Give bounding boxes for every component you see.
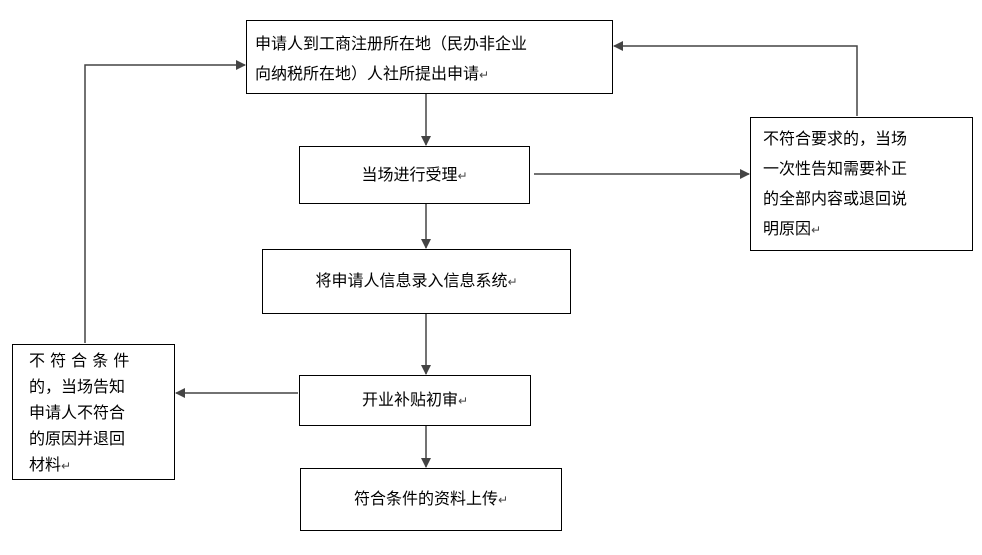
- apply-box: 申请人到工商注册所在地（民办非企业 向纳税所在地）人社所提出申请↵: [246, 20, 613, 94]
- fail-text-line-3: 申请人不符合: [29, 403, 126, 422]
- fail-box: 不 符 合 条 件 的，当场告知 申请人不符合 的原因并退回 材料↵: [12, 344, 175, 480]
- apply-text-line-2: 向纳税所在地）人社所提出申请: [255, 64, 480, 83]
- reject-box: 不符合要求的，当场 一次性告知需要补正 的全部内容或退回说 明原因↵: [750, 117, 973, 251]
- upload-box: 符合条件的资料上传↵: [300, 468, 562, 531]
- record-box: 将申请人信息录入信息系统↵: [262, 249, 571, 314]
- paragraph-mark-icon: ↵: [497, 493, 509, 507]
- reject-text-line-4: 明原因: [763, 219, 812, 238]
- paragraph-mark-icon: ↵: [61, 459, 72, 473]
- paragraph-mark-icon: ↵: [457, 394, 469, 408]
- paragraph-mark-icon: ↵: [811, 223, 822, 237]
- upload-text: 符合条件的资料上传: [353, 489, 498, 508]
- reject-text-line-3: 的全部内容或退回说: [763, 189, 908, 208]
- arrow-reject-to-apply: [613, 41, 858, 116]
- apply-text-line-1: 申请人到工商注册所在地（民办非企业: [255, 34, 528, 53]
- fail-text-line-1: 不 符 合 条 件: [29, 351, 130, 370]
- accept-box: 当场进行受理↵: [299, 146, 530, 204]
- accept-text: 当场进行受理: [361, 164, 458, 184]
- fail-text-line-5: 材料: [29, 455, 62, 474]
- paragraph-mark-icon: ↵: [479, 68, 490, 82]
- fail-text-line-2: 的，当场告知: [29, 377, 126, 396]
- reject-text-line-1: 不符合要求的，当场: [763, 129, 908, 148]
- reject-text-line-2: 一次性告知需要补正: [763, 159, 908, 178]
- fail-text-line-4: 的原因并退回: [29, 429, 126, 448]
- arrow-fail-to-apply: [84, 60, 246, 343]
- review-text: 开业补贴初审: [361, 390, 458, 409]
- paragraph-mark-icon: ↵: [507, 275, 518, 289]
- record-text: 将申请人信息录入信息系统: [315, 271, 508, 290]
- review-box: 开业补贴初审↵: [299, 375, 531, 426]
- paragraph-mark-icon: ↵: [457, 168, 468, 183]
